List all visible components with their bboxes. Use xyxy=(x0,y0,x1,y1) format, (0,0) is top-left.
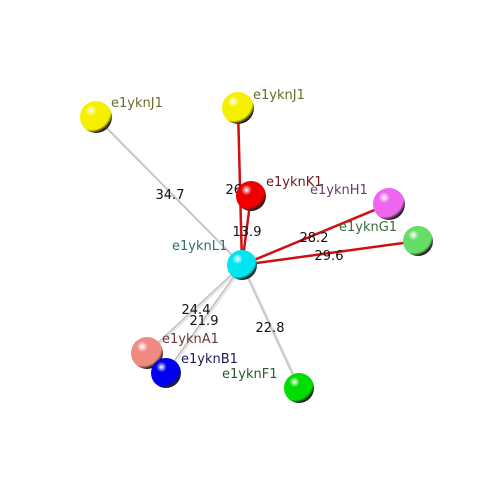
node-a1[interactable] xyxy=(131,337,163,369)
distance-label-h1: 28.2 xyxy=(300,231,329,246)
edge-j1a xyxy=(95,116,243,266)
distance-label-j1a: 34.7 xyxy=(156,188,185,203)
edge-g1 xyxy=(241,239,419,267)
node-k1[interactable] xyxy=(236,181,266,211)
edge-a1 xyxy=(146,264,243,354)
edge-shadow-j1a xyxy=(97,117,245,267)
node-h1[interactable] xyxy=(373,188,405,220)
distance-label-g1: 29.6 xyxy=(315,249,344,264)
node-label-b1: e1yknB1 xyxy=(181,352,238,367)
node-j1a[interactable] xyxy=(80,101,112,133)
edge-shadow-a1 xyxy=(148,265,245,355)
node-label-j1b: e1yknJ1 xyxy=(253,88,305,103)
distance-label-b1: 21.9 xyxy=(190,314,219,329)
node-center[interactable] xyxy=(227,250,257,280)
node-label-center: e1yknL1 xyxy=(172,239,227,254)
distance-label-extra: 13.9 xyxy=(233,225,262,240)
edge-h1 xyxy=(241,202,390,267)
edge-b1 xyxy=(165,264,243,374)
node-label-k1: e1yknK1 xyxy=(266,175,323,190)
node-g1[interactable] xyxy=(403,226,433,256)
node-j1b[interactable] xyxy=(222,92,254,124)
node-label-f1: e1yknF1 xyxy=(222,367,277,382)
node-b1[interactable] xyxy=(151,358,181,388)
edge-shadow-b1 xyxy=(167,265,245,375)
node-label-h1: e1yknH1 xyxy=(310,183,368,198)
node-label-j1a: e1yknJ1 xyxy=(111,96,163,111)
distance-label-f1: 22.8 xyxy=(256,321,285,336)
distance-label-a1: 24.4 xyxy=(182,303,211,318)
node-label-g1: e1yknG1 xyxy=(339,220,397,235)
node-f1[interactable] xyxy=(284,373,314,403)
node-label-a1: e1yknA1 xyxy=(162,332,219,347)
edge-shadow-f1 xyxy=(243,265,302,390)
edge-f1 xyxy=(241,264,300,389)
